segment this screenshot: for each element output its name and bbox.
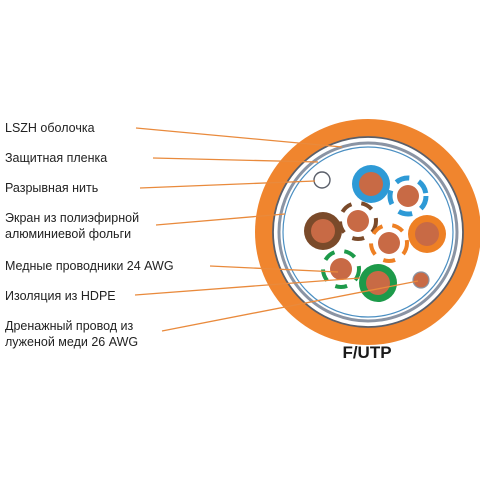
conductor-white-brown-copper [347, 210, 369, 232]
conductor-white-blue-copper [397, 185, 419, 207]
leader-hdpe-insulation [134, 277, 361, 296]
conductor-white-green-copper [330, 258, 352, 280]
leader-drain-wire [161, 280, 419, 332]
cable-type-label: F/UTP [342, 343, 391, 362]
leader-rip-cord [139, 180, 316, 189]
conductor-white-orange-copper [378, 232, 400, 254]
pair-orange [369, 215, 446, 263]
label-drain-wire-line2: луженой меди 26 AWG [5, 335, 138, 349]
pair-green [321, 249, 397, 302]
label-protective-film: Защитная пленка [5, 151, 107, 165]
label-jacket: LSZH оболочка [5, 121, 95, 135]
label-rip-cord: Разрывная нить [5, 181, 98, 195]
pair-blue [352, 165, 429, 217]
conductor-blue-copper [359, 172, 383, 196]
conductor-brown-copper [311, 219, 335, 243]
label-drain-wire-line1: Дренажный провод из [5, 319, 134, 333]
label-copper-conductors: Медные проводники 24 AWG [5, 259, 174, 273]
label-foil-shield-line1: Экран из полиэфирной [5, 211, 139, 225]
drain-wire [412, 271, 430, 289]
leader-foil-shield [155, 213, 286, 226]
leader-jacket [135, 127, 343, 148]
label-hdpe-insulation: Изоляция из HDPE [5, 289, 116, 303]
label-foil-shield-line2: алюминиевой фольги [5, 227, 131, 241]
rip-cord [313, 171, 331, 189]
conductor-green-copper [366, 271, 390, 295]
leader-protective-film [152, 157, 319, 163]
leader-copper-conductors [209, 265, 339, 273]
conductor-orange-copper [415, 222, 439, 246]
pair-brown [304, 201, 378, 250]
